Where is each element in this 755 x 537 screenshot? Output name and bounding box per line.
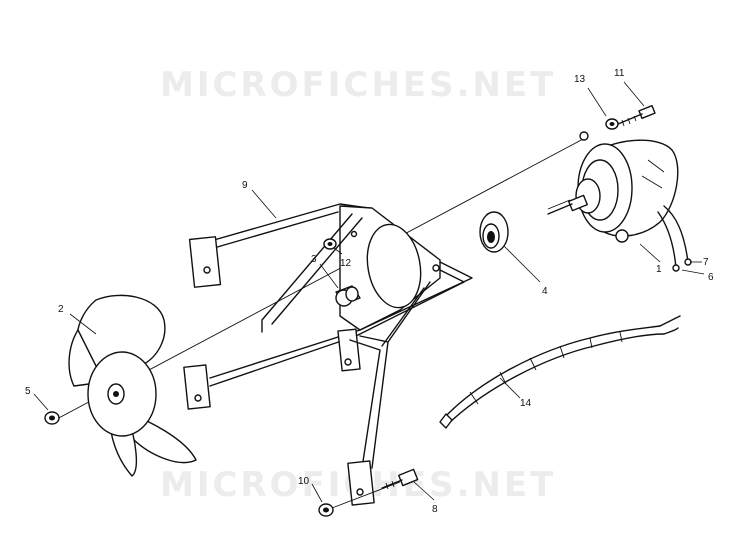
leader-13 — [587, 87, 607, 117]
callout-13: 13 — [574, 74, 586, 85]
leader-4 — [503, 245, 541, 283]
callout-10: 10 — [298, 476, 310, 487]
leader-9 — [251, 189, 277, 219]
callout-4: 4 — [542, 286, 548, 297]
nut-10 — [318, 503, 334, 517]
leader-12 — [333, 247, 343, 255]
callout-1: 1 — [656, 264, 662, 275]
callout-11: 11 — [614, 68, 625, 79]
leader-2 — [69, 313, 97, 335]
callout-12: 12 — [340, 258, 352, 269]
spacer-3 — [335, 285, 361, 307]
nut-12 — [323, 238, 337, 250]
wire-harness — [439, 315, 681, 429]
rubber-mount-4 — [479, 211, 509, 253]
callout-6: 6 — [708, 272, 714, 283]
fan-motor — [547, 131, 692, 272]
leader-6 — [681, 269, 705, 275]
leader-1 — [639, 243, 661, 263]
bolt-8 — [381, 468, 419, 490]
callout-14: 14 — [520, 398, 532, 409]
screw-11 — [617, 104, 656, 127]
fan-bracket — [183, 203, 473, 506]
leader-3 — [319, 263, 339, 289]
leader-14 — [499, 377, 521, 399]
callout-9: 9 — [242, 180, 248, 191]
washer-13 — [605, 118, 619, 130]
bolt-axis — [331, 481, 401, 509]
leader-8 — [413, 481, 435, 501]
leader-5 — [33, 393, 49, 411]
fan-blade — [68, 294, 197, 477]
callout-8: 8 — [432, 504, 438, 515]
leader-10 — [311, 483, 323, 503]
callout-5: 5 — [25, 386, 31, 397]
leader-11 — [623, 81, 645, 107]
callout-7: 7 — [703, 257, 709, 268]
nut-5 — [44, 411, 60, 425]
watermark-top: MICROFICHES.NET — [160, 65, 556, 105]
callout-3: 3 — [311, 254, 317, 265]
callout-2: 2 — [58, 304, 64, 315]
